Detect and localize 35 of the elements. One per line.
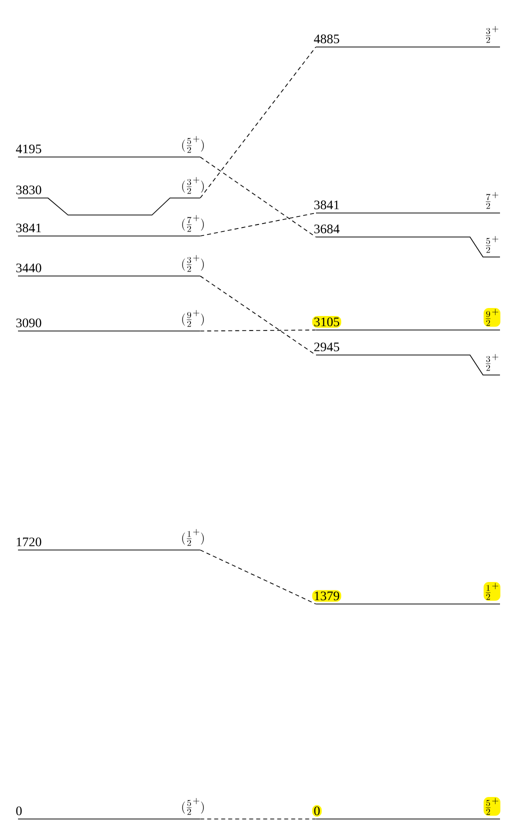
energy-label: 4885 <box>314 34 340 44</box>
energy-label: 1720 <box>16 538 42 546</box>
spin-label: $(\frac{3}{2}^{+})$ <box>182 254 204 272</box>
energy-label: 3684 <box>314 224 340 234</box>
transition-line <box>200 330 316 332</box>
energy-label: 0 <box>16 806 22 816</box>
spin-label: $\frac{9}{2}^{+}$ <box>484 308 500 327</box>
spin-label: $\frac{7}{2}^{+}$ <box>486 192 498 209</box>
transition-line <box>200 818 316 820</box>
spin-label: $(\frac{3}{2}^{+})$ <box>182 176 204 194</box>
spin-label: $\frac{5}{2}^{+}$ <box>484 796 500 816</box>
transition-line <box>200 156 316 238</box>
spin-label: $\frac{3}{2}^{+}$ <box>486 26 498 43</box>
transition-line <box>200 212 316 236</box>
transition-line <box>200 550 316 604</box>
spin-label: $\frac{3}{2}^{+}$ <box>486 354 498 371</box>
energy-label: 4195 <box>16 144 42 154</box>
spin-label: $(\frac{1}{2}^{+})$ <box>182 528 204 546</box>
energy-label: 3841 <box>314 200 339 210</box>
spin-label: $(\frac{7}{2}^{+})$ <box>182 214 204 232</box>
energy-label: 0 <box>312 805 322 817</box>
energy-label: 3841 <box>16 224 41 232</box>
transition-line <box>200 276 316 356</box>
energy-label: 3830 <box>16 186 42 194</box>
spin-label: $(\frac{5}{2}^{+})$ <box>182 136 204 153</box>
spin-label: $\frac{5}{2}^{+}$ <box>486 236 498 253</box>
energy-label: 3105 <box>312 316 342 328</box>
transition-line <box>200 46 316 198</box>
energy-label: 3090 <box>16 318 42 328</box>
energy-label: 3440 <box>16 264 42 272</box>
spin-label: $\frac{1}{2}^{+}$ <box>484 582 500 601</box>
spin-label: $(\frac{5}{2}^{+})$ <box>182 798 204 815</box>
spin-label: $(\frac{9}{2}^{+})$ <box>182 310 204 327</box>
energy-label: 2945 <box>314 342 340 352</box>
energy-label: 1379 <box>312 590 342 602</box>
